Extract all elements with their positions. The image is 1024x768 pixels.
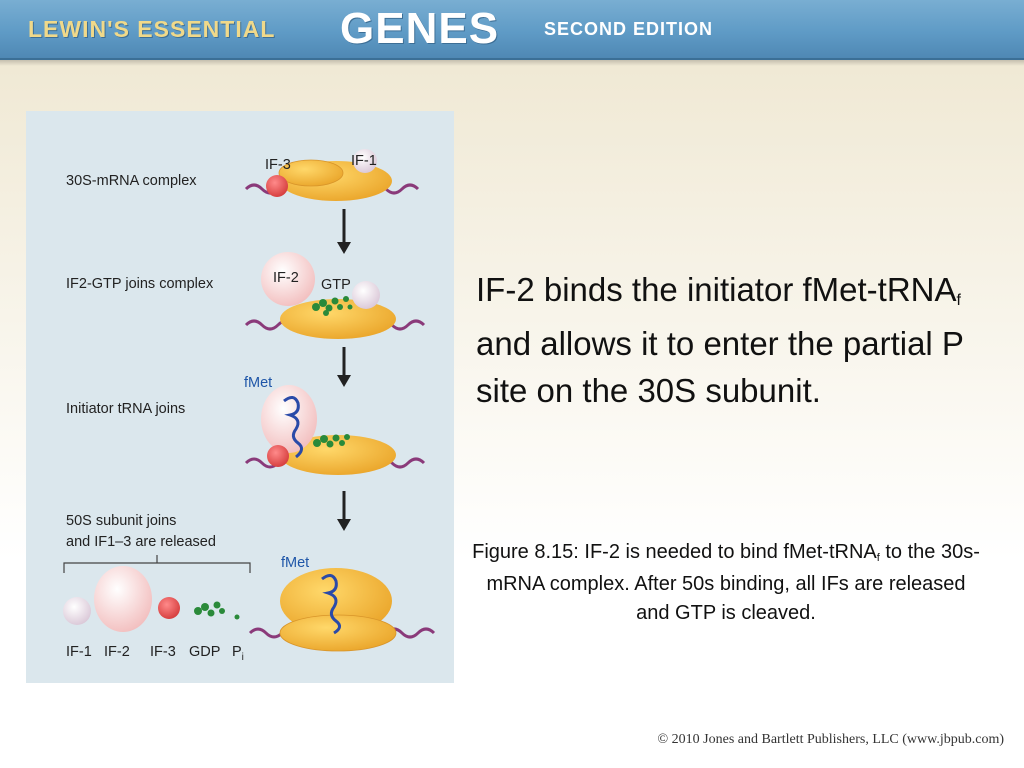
brand-prefix: LEWIN'S ESSENTIAL [28,15,276,42]
if2-sphere [261,385,317,453]
copyright-notice: © 2010 Jones and Bartlett Publishers, LL… [657,732,1004,747]
gtp-beads [313,434,350,448]
header-bar [0,0,1024,60]
step3-complex [244,385,426,475]
if1-sphere [352,281,380,309]
if3-label: IF-3 [265,157,291,173]
translation-initiation-diagram [63,149,436,652]
released-factors [63,566,240,632]
brand-title: GENES [340,4,500,53]
step2-complex [244,252,426,339]
figure-caption: Figure 8.15: IF-2 is needed to bind fMet… [472,541,980,624]
step1-label: 30S-mRNA complex [66,173,197,189]
released-gdp-label: GDP [189,644,221,660]
if2-label: IF-2 [273,270,299,286]
30s-subunit [278,159,344,187]
step1-complex [244,149,420,201]
if1-label: IF-1 [351,153,377,169]
arrow-head [337,519,351,531]
if3-sphere [158,597,180,619]
fmet-label-70s: fMet [281,555,310,571]
released-bracket [63,555,251,573]
step3-label: Initiator tRNA joins [66,401,186,417]
if2-sphere [261,252,315,306]
if1-sphere [63,597,91,625]
pi-dot [234,614,240,620]
if3-sphere [267,445,289,467]
arrow-head [337,242,351,254]
if3-sphere [266,175,288,197]
gtp-beads [312,296,353,316]
released-if2-label: IF-2 [104,644,130,660]
if2-sphere [94,566,152,632]
header-shadow [0,60,1024,66]
step2-label: IF2-GTP joins complex [66,276,214,292]
gtp-label: GTP [321,277,351,293]
brand-edition: SECOND EDITION [544,18,714,39]
released-if1-label: IF-1 [66,644,92,660]
30s-subunit [279,614,397,652]
step4-label-line1: 50S subunit joins [66,513,177,529]
30s-subunit [280,299,396,339]
30s-subunit [280,435,396,475]
gdp-beads [194,601,225,617]
trna-strand [283,396,303,459]
released-if3-label: IF-3 [150,644,176,660]
step4-label-line2: and IF1–3 are released [66,534,216,550]
step4-70s-complex [248,568,436,652]
trna-strand [321,574,341,635]
main-statement: IF-2 binds the initiator fMet-tRNAf and … [476,271,964,409]
if1-sphere [353,149,377,173]
figure-panel: 30S-mRNA complex IF2-GTP joins complex I… [26,111,454,683]
fmet-label: fMet [244,375,273,391]
released-pi-label: Pi [232,644,244,663]
arrow-head [337,375,351,387]
